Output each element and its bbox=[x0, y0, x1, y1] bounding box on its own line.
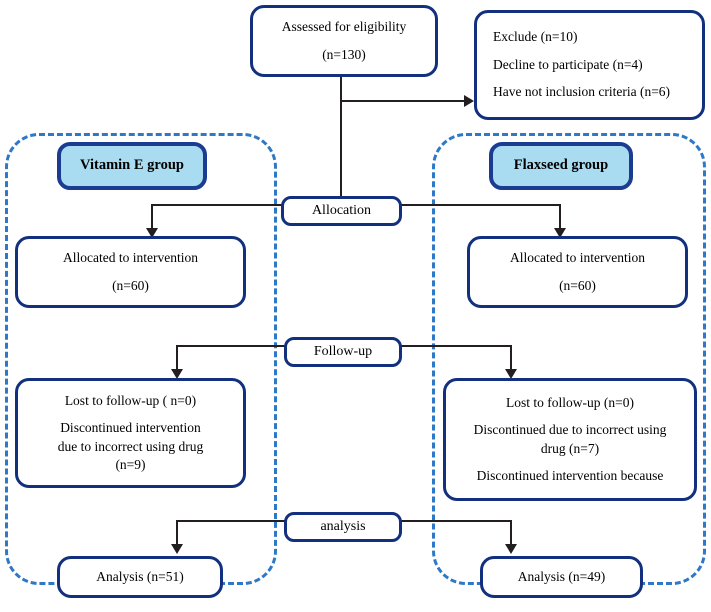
node-line: (n=60) bbox=[559, 277, 596, 293]
arrowhead-allocation-left bbox=[146, 228, 158, 238]
group-header-vitamin-e: Vitamin E group bbox=[57, 142, 207, 190]
node-line: Discontinued intervention because bbox=[476, 467, 664, 483]
connector-analysis-right-down bbox=[510, 520, 512, 549]
node-allocated-flaxseed: Allocated to intervention (n=60) bbox=[467, 236, 688, 308]
node-analysis-flaxseed: Analysis (n=49) bbox=[480, 556, 643, 598]
connector-analysis-right bbox=[401, 520, 512, 522]
arrowhead-to-excluded bbox=[464, 95, 474, 107]
arrowhead-allocation-right bbox=[554, 228, 566, 238]
stage-analysis: analysis bbox=[284, 512, 402, 542]
node-assessed-for-eligibility: Assessed for eligibility (n=130) bbox=[250, 5, 438, 77]
stage-label: Allocation bbox=[311, 203, 372, 219]
group-header-label: Vitamin E group bbox=[80, 157, 184, 174]
node-line: (n=9) bbox=[115, 456, 146, 472]
arrowhead-analysis-right bbox=[505, 544, 517, 554]
node-line: Allocated to intervention bbox=[63, 250, 198, 266]
stage-followup: Follow-up bbox=[284, 337, 402, 367]
node-line: Have not inclusion criteria (n=6) bbox=[493, 84, 671, 100]
vitamin-e-group-container bbox=[5, 133, 277, 585]
stage-label: analysis bbox=[320, 519, 366, 535]
connector-followup-right-down bbox=[510, 345, 512, 375]
node-line: Lost to follow-up (n=0) bbox=[506, 394, 634, 410]
node-line: Analysis (n=49) bbox=[517, 568, 606, 584]
group-header-flaxseed: Flaxseed group bbox=[489, 142, 633, 190]
node-line: Assessed for eligibility bbox=[281, 19, 407, 35]
connector-analysis-left-down bbox=[176, 520, 178, 549]
stage-allocation: Allocation bbox=[281, 196, 402, 226]
node-line: Discontinued intervention bbox=[60, 420, 201, 436]
node-line: (n=60) bbox=[112, 277, 149, 293]
node-line: Exclude (n=10) bbox=[493, 29, 578, 45]
connector-enrollment-to-excluded bbox=[340, 100, 466, 102]
node-line: due to incorrect using drug bbox=[57, 438, 204, 454]
node-line: Decline to participate (n=4) bbox=[493, 56, 643, 72]
arrowhead-followup-right bbox=[505, 369, 517, 379]
node-followup-vitamin-e: Lost to follow-up ( n=0) Discontinued in… bbox=[15, 378, 246, 488]
arrowhead-analysis-left bbox=[171, 544, 183, 554]
node-line: Discontinued due to incorrect using bbox=[473, 422, 667, 438]
node-followup-flaxseed: Lost to follow-up (n=0) Discontinued due… bbox=[443, 378, 697, 501]
connector-followup-right bbox=[401, 345, 512, 347]
node-line: drug (n=7) bbox=[540, 440, 600, 456]
node-excluded: Exclude (n=10) Decline to participate (n… bbox=[474, 10, 705, 120]
connector-allocation-left-down bbox=[151, 204, 153, 234]
stage-label: Follow-up bbox=[313, 344, 373, 360]
connector-allocation-right bbox=[401, 204, 561, 206]
connector-enrollment-trunk bbox=[340, 77, 342, 204]
node-analysis-vitamin-e: Analysis (n=51) bbox=[57, 556, 223, 598]
node-allocated-vitamin-e: Allocated to intervention (n=60) bbox=[15, 236, 246, 308]
connector-allocation-left bbox=[151, 204, 282, 206]
node-line: Analysis (n=51) bbox=[96, 568, 184, 584]
flaxseed-group-container bbox=[432, 133, 706, 585]
arrowhead-followup-left bbox=[171, 369, 183, 379]
connector-followup-left-down bbox=[176, 345, 178, 375]
connector-analysis-left bbox=[176, 520, 285, 522]
connector-allocation-right-down bbox=[559, 204, 561, 234]
node-line: (n=130) bbox=[322, 46, 366, 62]
group-header-label: Flaxseed group bbox=[513, 157, 609, 174]
connector-followup-left bbox=[176, 345, 285, 347]
node-line: Lost to follow-up ( n=0) bbox=[64, 392, 197, 408]
node-line: Allocated to intervention bbox=[510, 250, 645, 266]
